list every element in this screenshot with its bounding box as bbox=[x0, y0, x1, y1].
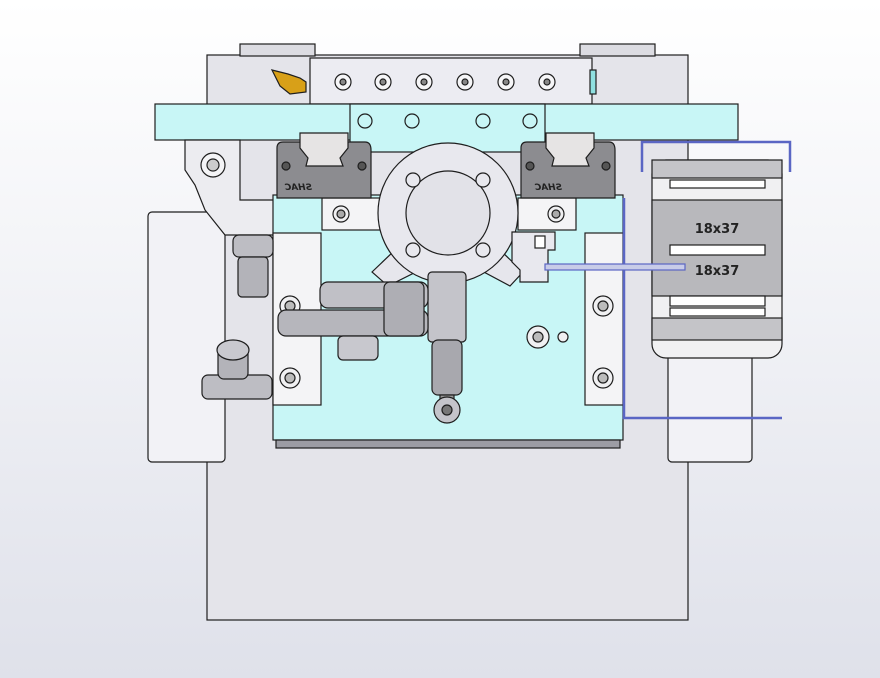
manifold-fittings bbox=[334, 73, 556, 91]
cable-chain-label: 18x37 bbox=[695, 264, 740, 279]
left-carriage-bracket bbox=[321, 197, 381, 231]
tube-horizontal bbox=[544, 263, 686, 271]
disk-hole bbox=[405, 242, 421, 258]
bolt-hole bbox=[357, 113, 373, 129]
right-rail-carriage: SHAC bbox=[520, 132, 616, 199]
brass-elbow-fitting bbox=[270, 69, 307, 95]
tube bbox=[622, 198, 782, 420]
pin bbox=[557, 331, 569, 343]
rotary-disk-hub bbox=[405, 170, 491, 256]
manifold-plug bbox=[589, 69, 597, 95]
bolt-hole bbox=[404, 113, 420, 129]
carriage-brand-label: SHAC bbox=[284, 183, 312, 193]
bottom-edge bbox=[275, 439, 621, 449]
disk-hole bbox=[475, 242, 491, 258]
left-rail-carriage: SHAC bbox=[276, 132, 372, 199]
disk-hole bbox=[405, 172, 421, 188]
bolt-hole bbox=[522, 113, 538, 129]
valve-nozzle bbox=[431, 339, 463, 396]
left-elbow-fitting bbox=[232, 234, 274, 258]
cable-chain: 18x37 18x37 bbox=[651, 159, 783, 359]
bolt-hole bbox=[475, 113, 491, 129]
carriage-brand-label: SHAC bbox=[534, 183, 562, 193]
pneumatic-fittings bbox=[201, 234, 467, 424]
valve-body bbox=[427, 271, 467, 343]
left-side-block bbox=[147, 211, 226, 463]
cable-chain-label: 18x37 bbox=[695, 222, 740, 237]
right-carriage-bracket bbox=[517, 197, 577, 231]
left-top-cap bbox=[239, 43, 316, 57]
pneumatic-tubes bbox=[622, 140, 792, 420]
disk-hole bbox=[475, 172, 491, 188]
right-top-cap bbox=[579, 43, 656, 57]
tube bbox=[640, 140, 792, 172]
